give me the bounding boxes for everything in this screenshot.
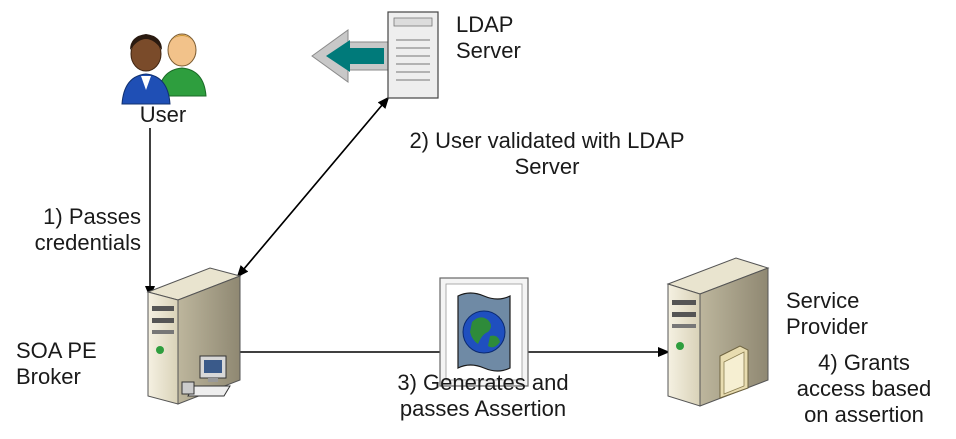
- users-icon: [121, 33, 207, 105]
- step3-line2: passes Assertion: [399, 396, 567, 421]
- ldap-label-line2: Server: [456, 38, 521, 63]
- step2-line2: Server: [514, 154, 580, 179]
- step1-line2: credentials: [34, 230, 141, 255]
- provider-label-line2: Provider: [786, 314, 868, 339]
- broker-label: SOA PE Broker: [16, 338, 97, 390]
- ldap-server-icon: [311, 11, 439, 99]
- workstation-icon: [181, 355, 231, 397]
- step2-label: 2) User validated with LDAP Server: [372, 128, 722, 180]
- broker-label-line2: Broker: [16, 364, 81, 389]
- connector-ldap-broker-back: [236, 97, 389, 278]
- assertion-document-icon: [439, 277, 529, 387]
- provider-server-icon: [666, 257, 770, 407]
- ldap-server-label: LDAP Server: [456, 12, 521, 64]
- provider-label-line1: Service: [786, 288, 860, 313]
- step4-line3: on assertion: [804, 402, 924, 427]
- step3-line1: 3) Generates and: [397, 370, 569, 395]
- step4-line1: 4) Grants: [818, 350, 910, 375]
- step4-line2: access based: [796, 376, 932, 401]
- user-label: User: [139, 102, 187, 127]
- step1-line1: 1) Passes: [43, 204, 141, 229]
- provider-label: Service Provider: [786, 288, 868, 340]
- step4-label: 4) Grants access based on assertion: [772, 350, 956, 428]
- step2-line1: 2) User validated with LDAP: [409, 128, 685, 153]
- step1-label: 1) Passes credentials: [0, 204, 141, 256]
- broker-label-line1: SOA PE: [16, 338, 97, 363]
- step3-label: 3) Generates and passes Assertion: [358, 370, 608, 422]
- folder-icon: [719, 345, 749, 399]
- ldap-label-line1: LDAP: [456, 12, 514, 37]
